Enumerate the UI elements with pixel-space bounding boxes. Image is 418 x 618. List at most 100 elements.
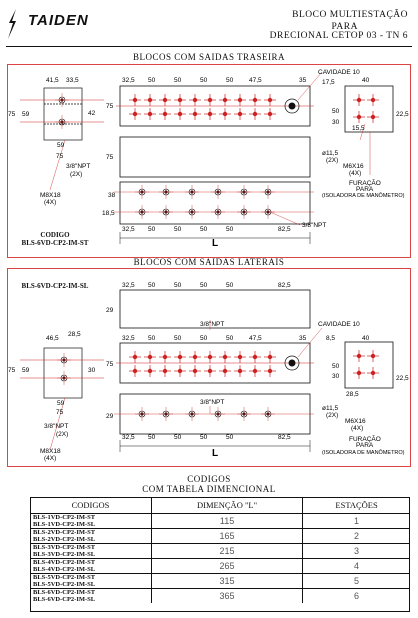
code-cell: BLS-5VD-CP2-IM-ST <box>30 573 152 581</box>
s2-dim-50-k: 50 <box>200 434 208 441</box>
dim-50-b: 50 <box>174 77 182 84</box>
table-header-row: CODIGOS DIMENÇÃO "L" ESTAÇÕES <box>30 497 410 514</box>
section2-code: BLS-6VD-CP2-IM-SL <box>21 282 89 290</box>
dim-59-left: 59 <box>22 111 30 118</box>
s2-dim-50-a: 50 <box>148 282 156 289</box>
stations-cell: 3 <box>354 545 360 556</box>
m8-label-1: M8X18 <box>40 192 61 199</box>
s2-dim-50-c: 50 <box>200 282 208 289</box>
dim-cell: 215 <box>151 543 304 559</box>
dim-cell: 365 <box>151 588 304 603</box>
code-cell: BLS-6VD-CP2-IM-SL <box>30 596 152 603</box>
s2-dim-59-left: 59 <box>22 367 30 374</box>
s2-dim-50-i: 50 <box>148 434 156 441</box>
dim-50-d: 50 <box>226 77 234 84</box>
s2-dim-82-5-top: 82,5 <box>278 282 291 289</box>
phi-label-1: ø11,5 <box>322 150 339 157</box>
npt-label-1: 3/8"NPT <box>66 163 90 170</box>
dim-50-a: 50 <box>148 77 156 84</box>
s2-npt-2: 3/8"NPT <box>44 423 68 430</box>
s2-dim-50-d: 50 <box>226 282 234 289</box>
code-cell: BLS-3VD-CP2-IM-SL <box>30 551 152 559</box>
phi-2x-1: (2X) <box>326 157 338 164</box>
m6-label-2: M6X16 <box>345 418 366 425</box>
code-cell: BLS-4VD-CP2-IM-SL <box>30 566 152 574</box>
s2-dim-82-5-bottom: 82,5 <box>278 434 291 441</box>
s2-dim-46-5: 46,5 <box>46 335 59 342</box>
dim-cell: 315 <box>151 573 304 589</box>
phi-2x-2: (2X) <box>326 412 338 419</box>
s2-dim-32-5-top: 32,5 <box>122 282 135 289</box>
dim-L-1: L <box>212 238 218 249</box>
technical-drawing <box>20 71 394 452</box>
header-codigos: CODIGOS <box>30 497 152 514</box>
dim-35: 35 <box>299 77 307 84</box>
dim-75-front: 75 <box>106 103 114 110</box>
section1-code: BLS-6VD-CP2-IM-ST <box>21 239 89 247</box>
s2-npt-1: 3/8"NPT <box>200 321 224 328</box>
table-title-1: CODIGOS <box>187 474 231 484</box>
code-cell: BLS-4VD-CP2-IM-ST <box>30 558 152 566</box>
stations-cell: 4 <box>354 560 360 571</box>
dim-33-5: 33,5 <box>66 77 79 84</box>
stations-cell: 5 <box>354 575 360 586</box>
dim-cell: 165 <box>151 528 304 544</box>
s2-dim-32-5-mid: 32,5 <box>122 335 135 342</box>
s2-npt-3: 3/8"NPT <box>200 399 224 406</box>
dim-47-5: 47,5 <box>249 77 262 84</box>
s2-dim-30-left: 30 <box>88 367 96 374</box>
s2-dim-50-right: 50 <box>332 363 340 370</box>
s2-dim-32-5-bottom: 32,5 <box>122 434 135 441</box>
table-row: BLS-6VD-CP2-IM-SL <box>30 596 410 603</box>
code-cell: BLS-2VD-CP2-IM-ST <box>30 528 152 536</box>
brand-name: TAIDEN <box>28 12 89 29</box>
dim-cell: 115 <box>151 513 304 529</box>
s2-dim-50-j: 50 <box>174 434 182 441</box>
isoladora-1: (ISOLADORA DE MANÔMETRO) <box>322 192 405 199</box>
dim-cell: 265 <box>151 558 304 574</box>
s2-dim-50-e: 50 <box>148 335 156 342</box>
dim-38: 38 <box>108 192 116 199</box>
phi-label-2: ø11,5 <box>322 405 339 412</box>
header-line3: DRECIONAL CETOP 03 - TN 6 <box>269 31 408 41</box>
s2-dim-30-right: 30 <box>332 373 340 380</box>
table-title-2: COM TABELA DIMENCIONAL <box>142 484 276 494</box>
s2-dim-28-5-right: 28,5 <box>346 391 359 398</box>
dim-32-5-bottom: 32,5 <box>122 226 135 233</box>
section1-title: BLOCOS COM SAIDAS TRASEIRA <box>132 52 286 62</box>
s2-dim-75-front: 75 <box>106 361 114 368</box>
dim-50-right: 50 <box>332 108 340 115</box>
cavidade-label-2: CAVIDADE 10 <box>318 321 360 328</box>
furacao-1: FURAÇÃO <box>349 178 381 187</box>
dim-50-g: 50 <box>200 226 208 233</box>
m6-label-1: M6X16 <box>343 163 364 170</box>
s2-dim-40: 40 <box>362 335 370 342</box>
npt-label-2: 3/8"NPT <box>302 222 326 229</box>
dim-75-bottom: 75 <box>56 153 64 160</box>
s2-m8: M8X18 <box>40 448 61 455</box>
code-cell: BLS-2VD-CP2-IM-SL <box>30 536 152 544</box>
code-cell: BLS-1VD-CP2-IM-SL <box>30 521 152 529</box>
dim-L-2: L <box>212 448 218 459</box>
code-cell: BLS-6VD-CP2-IM-ST <box>30 588 152 596</box>
dim-40-a: 40 <box>362 77 370 84</box>
s2-dim-35: 35 <box>299 335 307 342</box>
s2-dim-50-g: 50 <box>200 335 208 342</box>
code-cell: BLS-3VD-CP2-IM-ST <box>30 543 152 551</box>
code-cell: BLS-1VD-CP2-IM-ST <box>30 513 152 521</box>
isoladora-2: (ISOLADORA DE MANÔMETRO) <box>322 449 405 456</box>
s2-dim-50-l: 50 <box>226 434 234 441</box>
cavidade-label-1: CAVIDADE 10 <box>318 69 360 76</box>
para-2: PARA <box>356 442 374 449</box>
s2-dim-29-b: 29 <box>106 413 114 420</box>
dim-50-h: 50 <box>226 226 234 233</box>
s2-dim-28-5: 28,5 <box>68 331 81 338</box>
dim-41-5: 41,5 <box>46 77 59 84</box>
header-line2: PARA <box>331 22 358 32</box>
dim-18-5: 18,5 <box>102 210 115 217</box>
section2-annotations: 32,5 50 50 50 50 82,5 29 3/8"NPT 46,5 28… <box>8 282 409 462</box>
